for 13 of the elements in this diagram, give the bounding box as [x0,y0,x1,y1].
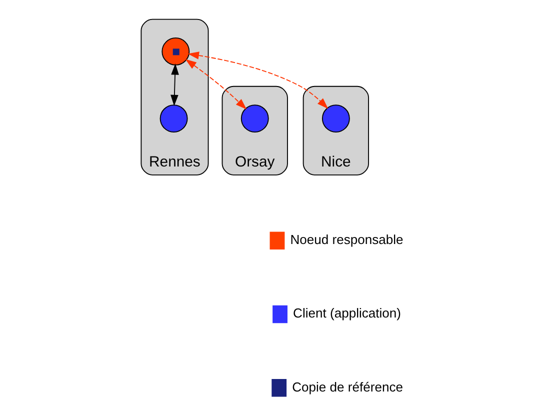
arrow [170,64,179,106]
legend-label: Client (application) [293,306,401,321]
node-circle [322,104,350,133]
node-circle [160,104,188,133]
cluster: Nice [302,86,369,176]
legend-label: Noeud responsable [290,232,404,248]
legend-label: Copie de référence [292,379,403,394]
cluster: Rennes [140,18,209,176]
cluster: Orsay [222,86,288,176]
arrow [185,59,247,110]
arrow [188,52,328,109]
node-circle [240,104,269,133]
node-circle [162,37,190,66]
